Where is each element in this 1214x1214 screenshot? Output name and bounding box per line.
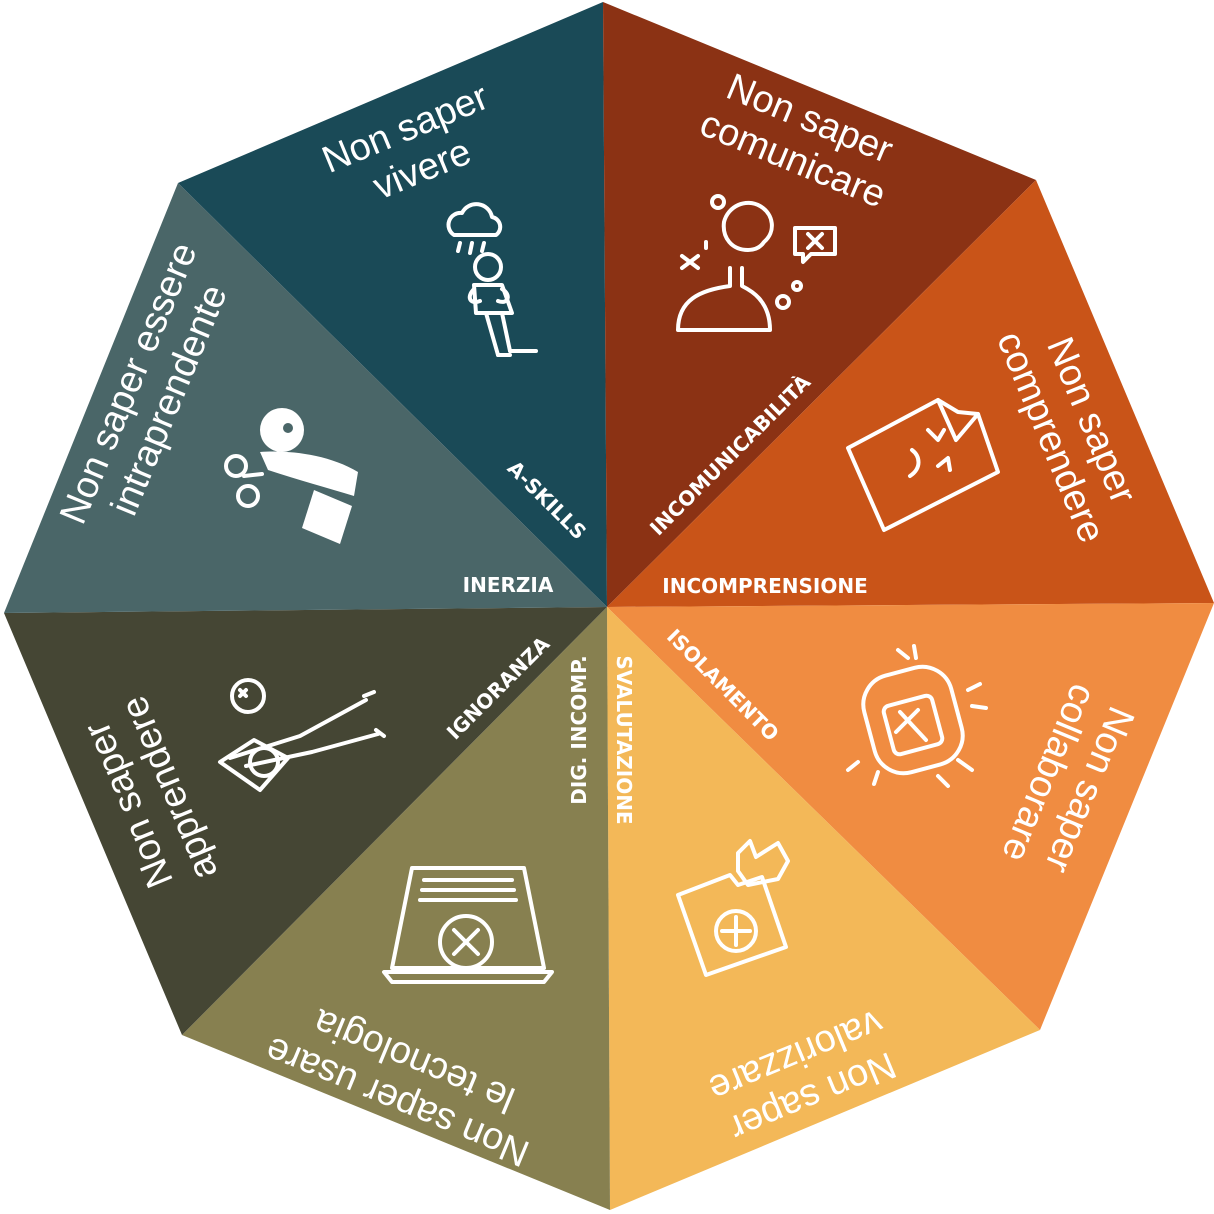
person-under-rain-cloud-icon [446,202,538,357]
segment-comunicare [603,2,1036,607]
broken-laptop-icon [382,866,554,984]
segment-vivere [178,2,607,607]
dizzy-person-reading-book-icon [218,678,386,792]
inner-label-inerzia: INERZIA [463,573,554,597]
hand-rejecting-document-icon [676,839,790,977]
confused-person-speech-bubble-icon [676,194,837,332]
inner-label-dig-incomp: DIG. INCOMP. [567,655,591,804]
segment-comprendere [607,180,1214,607]
segment-apprendere [4,607,607,1035]
segment-valorizzare [607,607,1040,1210]
inner-label-incomprensione: INCOMPRENSIONE [662,574,867,598]
segment-collaborare [607,603,1214,1030]
segment-tecnologia [182,607,610,1210]
inner-label-svalutazione: SVALUTAZIONE [612,655,636,824]
scattered-puzzle-pieces-icon [846,644,988,788]
crumpled-document-icon [846,398,1000,532]
wind-up-toy-person-icon [224,408,358,544]
segment-intraprendente [4,183,607,613]
